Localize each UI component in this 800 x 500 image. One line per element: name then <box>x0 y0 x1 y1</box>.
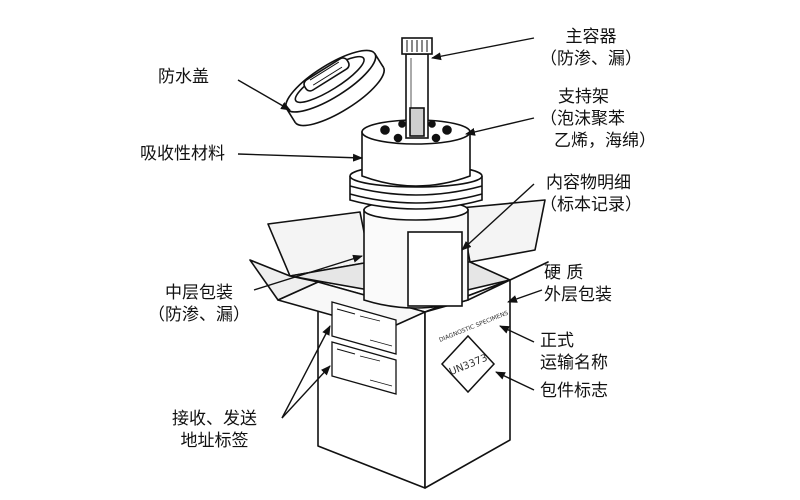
label-secondary-packaging: 中层包装 （防渗、漏） <box>148 283 250 325</box>
label-absorbent: 吸收性材料 <box>140 144 225 164</box>
arrow-absorbent <box>237 153 363 162</box>
label-shipping-name: 正式 运输名称 <box>540 331 608 373</box>
label-lid: 防水盖 <box>158 67 209 87</box>
arrow-support <box>465 117 535 136</box>
arrow-secondary <box>253 254 363 291</box>
arrow-shipping-name <box>499 325 535 343</box>
support-rack <box>361 119 471 187</box>
label-package-mark: 包件标志 <box>540 381 608 401</box>
arrow-address-top <box>281 325 331 419</box>
label-address-labels: 接收、发送 地址标签 <box>172 409 257 451</box>
arrow-contents <box>461 183 535 251</box>
waterproof-lid <box>285 49 385 127</box>
address-label-bottom <box>331 341 397 395</box>
arrow-lid <box>237 79 291 111</box>
contents-list-sheet <box>407 231 463 307</box>
label-primary-container: 主容器 （防渗、漏） <box>540 27 642 69</box>
arrow-primary <box>431 37 535 61</box>
arrow-outer <box>507 289 543 303</box>
label-outer-packaging: 硬 质 外层包装 <box>544 263 612 305</box>
address-label-top <box>331 301 397 355</box>
label-contents-list: 内容物明细 （标本记录） <box>540 173 642 215</box>
arrow-package-mark <box>495 371 535 391</box>
leader-lines <box>237 37 543 419</box>
arrow-address-bottom <box>281 365 331 419</box>
address-labels <box>331 301 397 395</box>
label-support-rack: 支持架 （泡沫聚苯 乙烯，海绵） <box>540 87 656 151</box>
primary-tube <box>401 37 433 139</box>
un3373-diamond: UN3373 <box>440 334 496 394</box>
